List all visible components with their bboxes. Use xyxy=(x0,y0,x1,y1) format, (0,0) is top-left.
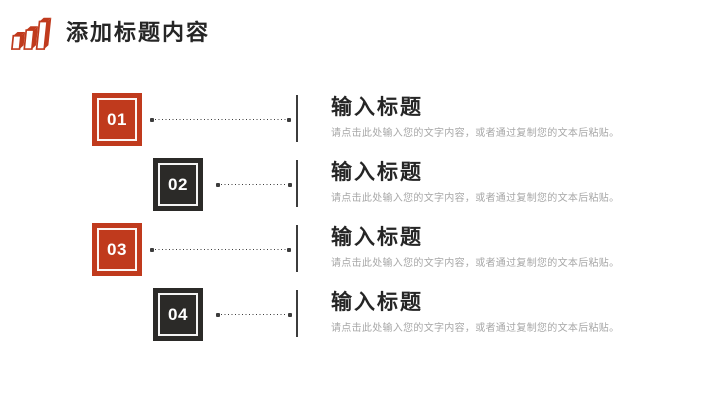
connector-dotted-line xyxy=(155,118,286,121)
item-text-block: 输入标题 请点击此处输入您的文字内容，或者通过复制您的文本后粘贴。 xyxy=(331,161,691,205)
item-title-placeholder[interactable]: 输入标题 xyxy=(331,161,423,184)
number-box-inner-border xyxy=(158,163,198,206)
connector-end-dot xyxy=(287,247,291,252)
connector-end-dot xyxy=(287,117,291,122)
item-number-box-1: 01 xyxy=(92,93,142,146)
connector-end-dot xyxy=(288,182,292,187)
item-number: 02 xyxy=(168,175,188,194)
vertical-divider xyxy=(296,160,298,207)
number-box-inner-border xyxy=(158,293,198,336)
item-text-block: 输入标题 请点击此处输入您的文字内容，或者通过复制您的文本后粘贴。 xyxy=(331,96,691,140)
page-title: 添加标题内容 xyxy=(66,20,211,45)
connector-dotted-line xyxy=(221,313,287,316)
item-number-box-2: 02 xyxy=(153,158,203,211)
connector-end-dot xyxy=(288,312,292,317)
item-text-block: 输入标题 请点击此处输入您的文字内容，或者通过复制您的文本后粘贴。 xyxy=(331,226,691,270)
item-description-placeholder[interactable]: 请点击此处输入您的文字内容，或者通过复制您的文本后粘贴。 xyxy=(331,258,620,270)
list-item-2: 02 输入标题 请点击此处输入您的文字内容，或者通过复制您的文本后粘贴。 xyxy=(0,158,720,216)
item-number: 03 xyxy=(107,240,127,259)
connector-start-dot xyxy=(150,117,154,122)
list-item-4: 04 输入标题 请点击此处输入您的文字内容，或者通过复制您的文本后粘贴。 xyxy=(0,288,720,346)
item-description-placeholder[interactable]: 请点击此处输入您的文字内容，或者通过复制您的文本后粘贴。 xyxy=(331,323,620,335)
vertical-divider xyxy=(296,95,298,142)
dotted-connector xyxy=(150,247,291,252)
item-title-placeholder[interactable]: 输入标题 xyxy=(331,226,423,249)
dotted-connector xyxy=(216,182,292,187)
item-description-placeholder[interactable]: 请点击此处输入您的文字内容，或者通过复制您的文本后粘贴。 xyxy=(331,193,620,205)
vertical-divider xyxy=(296,225,298,272)
connector-start-dot xyxy=(216,312,220,317)
slide-header: 添加标题内容 xyxy=(9,12,210,50)
item-number-box-4: 04 xyxy=(153,288,203,341)
number-box-inner-border xyxy=(97,228,137,271)
connector-dotted-line xyxy=(155,248,286,251)
item-number-box-3: 03 xyxy=(92,223,142,276)
bar-chart-icon xyxy=(10,17,52,50)
list-item-3: 03 输入标题 请点击此处输入您的文字内容，或者通过复制您的文本后粘贴。 xyxy=(0,223,720,281)
vertical-divider xyxy=(296,290,298,337)
connector-start-dot xyxy=(150,247,154,252)
item-description-placeholder[interactable]: 请点击此处输入您的文字内容，或者通过复制您的文本后粘贴。 xyxy=(331,128,620,140)
connector-dotted-line xyxy=(221,183,287,186)
dotted-connector xyxy=(216,312,292,317)
item-title-placeholder[interactable]: 输入标题 xyxy=(331,291,423,314)
number-box-inner-border xyxy=(97,98,137,141)
list-item-1: 01 输入标题 请点击此处输入您的文字内容，或者通过复制您的文本后粘贴。 xyxy=(0,93,720,151)
dotted-connector xyxy=(150,117,291,122)
item-title-placeholder[interactable]: 输入标题 xyxy=(331,96,423,119)
item-text-block: 输入标题 请点击此处输入您的文字内容，或者通过复制您的文本后粘贴。 xyxy=(331,291,691,335)
item-number: 01 xyxy=(107,110,127,129)
connector-start-dot xyxy=(216,182,220,187)
item-number: 04 xyxy=(168,305,188,324)
